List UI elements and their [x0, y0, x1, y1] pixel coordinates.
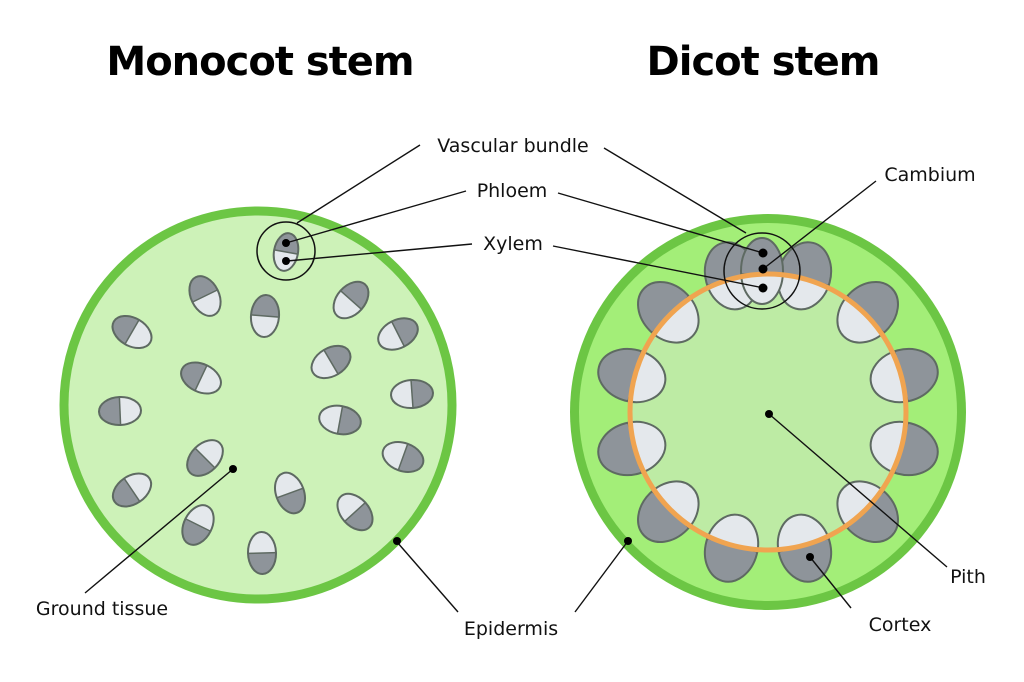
bundle-outline	[111, 472, 153, 508]
bundle-outline	[703, 513, 760, 583]
leader-phloem-monocot	[285, 190, 467, 244]
bundle-outline	[377, 317, 419, 351]
bundle-divider	[247, 551, 277, 555]
bundle-divider	[323, 349, 339, 375]
bundle-outline	[381, 441, 425, 473]
dicot-highlight-circle	[723, 232, 801, 310]
bundle-divider	[344, 502, 366, 522]
leader-cortex	[809, 556, 852, 609]
pointer-dots	[229, 239, 814, 561]
bundle-outline	[181, 504, 215, 546]
bundle-outline	[390, 378, 434, 410]
bundle-outline	[637, 281, 700, 344]
bundle-outline	[637, 480, 700, 543]
bundle-divider	[397, 443, 409, 471]
bundle-outline	[597, 420, 667, 477]
leader-epidermis-dicot	[574, 540, 629, 613]
dot-ground-tissue	[229, 465, 237, 473]
dot-epidermis-monocot	[393, 537, 401, 545]
label-pith: Pith	[950, 566, 986, 588]
bundle-outline	[249, 294, 281, 338]
dot-xylem-dicot	[758, 283, 768, 293]
bundle-divider	[118, 396, 122, 426]
bundle-divider	[390, 321, 406, 347]
dot-xylem-monocot	[282, 257, 290, 265]
bundle-divider	[340, 290, 362, 310]
leader-pith	[768, 413, 948, 568]
bundle-divider	[276, 487, 304, 499]
monocot-title: Monocot stem	[106, 39, 413, 85]
bundle-divider	[194, 447, 216, 469]
label-epidermis: Epidermis	[464, 618, 558, 640]
bundle-outline	[332, 280, 370, 320]
bundle-outline	[272, 232, 300, 272]
monocot-bundle	[390, 378, 434, 410]
dot-cambium	[758, 264, 768, 274]
bundle-outline	[246, 531, 278, 575]
label-ground-tissue: Ground tissue	[36, 598, 168, 620]
bundle-outline	[188, 275, 222, 317]
leader-epidermis-monocot	[396, 541, 459, 613]
bundle-outline	[597, 347, 667, 404]
leader-xylem-monocot	[286, 243, 473, 262]
leader-vascular-bundle-dicot	[603, 147, 747, 234]
bundle-outline	[869, 420, 939, 477]
bundle-outline	[180, 361, 222, 395]
monocot-bundle	[98, 395, 142, 427]
label-cortex: Cortex	[869, 614, 932, 636]
dicot-title: Dicot stem	[647, 39, 880, 85]
leader-phloem-dicot	[557, 192, 764, 254]
monocot-bundle	[246, 531, 278, 575]
dot-pith	[765, 410, 773, 418]
label-cambium: Cambium	[884, 164, 975, 186]
monocot-bundle	[249, 293, 281, 339]
bundle-outline	[310, 344, 352, 380]
bundle-outline	[336, 492, 374, 532]
bundle-outline	[836, 480, 899, 543]
bundle-outline	[274, 471, 306, 515]
bundle-divider	[124, 319, 140, 345]
bundle-divider	[336, 406, 344, 434]
label-xylem: Xylem	[483, 233, 543, 255]
bundle-divider	[250, 314, 280, 318]
bundle-divider	[410, 379, 414, 409]
bundle-divider	[192, 289, 218, 303]
bundle-divider	[185, 518, 211, 532]
bundle-divider	[194, 365, 208, 391]
leader-xylem-dicot	[552, 245, 765, 289]
leader-cambium	[762, 180, 877, 270]
bundle-outline	[740, 237, 784, 305]
bundle-outline	[186, 439, 224, 477]
label-vascular-bundle: Vascular bundle	[437, 135, 589, 157]
monocot-highlight-circle	[256, 221, 316, 281]
bundle-divider	[123, 477, 141, 503]
dicot-bundle	[825, 469, 911, 555]
bundle-divider	[274, 249, 298, 255]
dicot-cambium-ring	[627, 271, 909, 553]
bundle-outline	[869, 347, 939, 404]
dot-phloem-monocot	[282, 239, 290, 247]
bundle-outline	[318, 404, 362, 436]
dot-cortex	[806, 553, 814, 561]
bundle-outline	[776, 513, 833, 583]
dot-epidermis-dicot	[624, 537, 632, 545]
monocot-stem	[59, 206, 457, 604]
leader-lines	[84, 144, 948, 613]
leader-ground-tissue	[84, 468, 234, 594]
leader-vascular-bundle-monocot	[296, 144, 421, 224]
label-phloem: Phloem	[477, 180, 548, 202]
dot-phloem-dicot	[758, 248, 768, 258]
